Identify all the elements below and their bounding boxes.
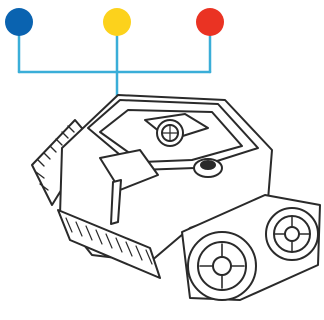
yellow-indicator-dot — [103, 8, 131, 36]
red-indicator-dot — [196, 8, 224, 36]
blue-indicator-dot — [5, 8, 33, 36]
